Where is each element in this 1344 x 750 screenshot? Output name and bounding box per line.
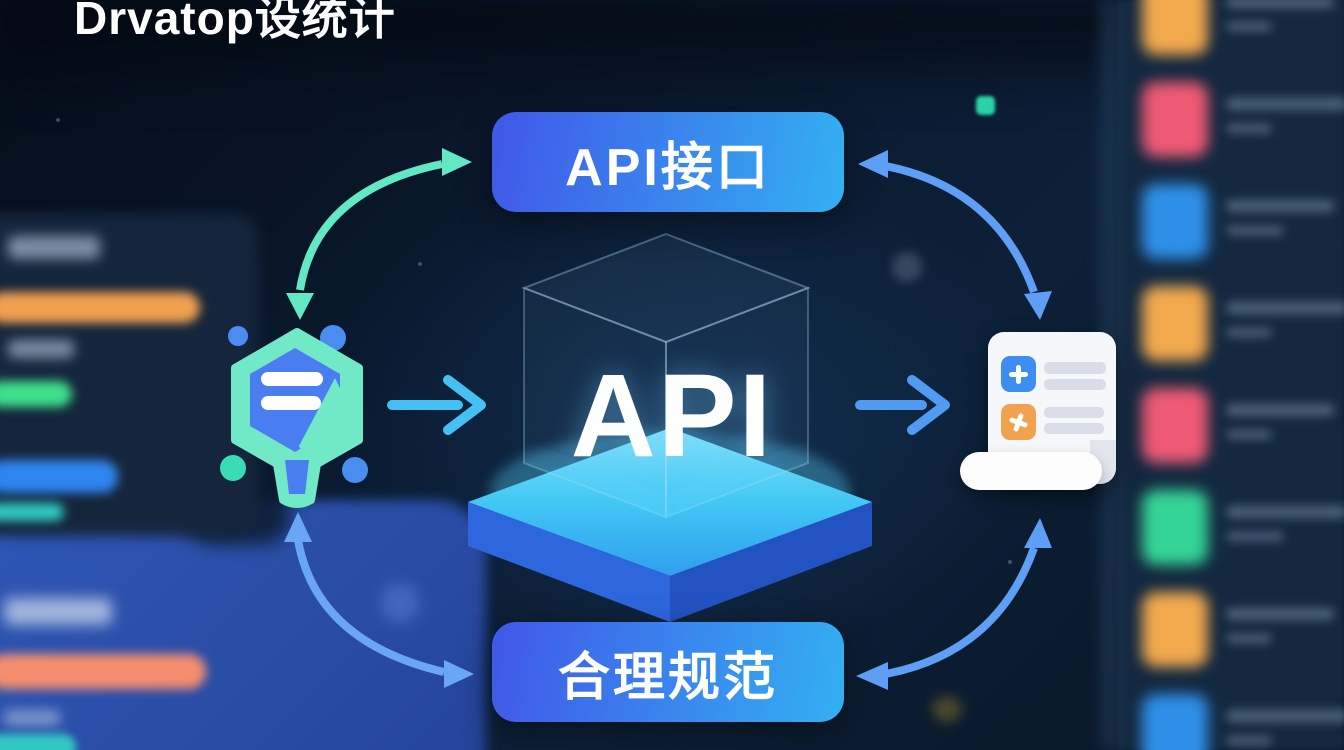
blurred-text-line bbox=[1226, 0, 1334, 8]
slate-dot bbox=[892, 252, 922, 282]
blurred-text-line bbox=[1226, 736, 1272, 745]
doc-text-line bbox=[1044, 407, 1104, 418]
blurred-text-label bbox=[4, 710, 60, 726]
panel-light-dot bbox=[380, 583, 420, 623]
right-sidebar-list bbox=[1132, 0, 1344, 750]
api-interface-node-button[interactable]: API接口 bbox=[492, 112, 844, 212]
blurred-text-line bbox=[1226, 98, 1344, 110]
blurred-text-line bbox=[1226, 532, 1284, 541]
star-dot bbox=[418, 262, 422, 266]
reasonable-spec-node-button[interactable]: 合理规范 bbox=[492, 622, 844, 722]
sidebar-color-square bbox=[1142, 0, 1208, 55]
blurred-text-line bbox=[1226, 226, 1284, 235]
sidebar-text-lines bbox=[1226, 404, 1334, 439]
blurred-bar-orange bbox=[0, 292, 200, 323]
sidebar-color-square bbox=[1142, 388, 1208, 463]
sidebar-row bbox=[1132, 82, 1344, 157]
sidebar-color-square bbox=[1142, 184, 1208, 259]
sidebar-text-lines bbox=[1226, 506, 1344, 541]
blurred-text-line bbox=[1226, 328, 1272, 337]
star-dot bbox=[1008, 560, 1012, 564]
sidebar-text-lines bbox=[1226, 200, 1334, 235]
blurred-text-line bbox=[1226, 22, 1272, 31]
blurred-text-line bbox=[1226, 710, 1344, 722]
plus-glyph bbox=[1006, 410, 1030, 434]
blurred-text-label bbox=[8, 340, 74, 358]
sidebar-text-lines bbox=[1226, 710, 1344, 745]
doc-plus-icon-blue bbox=[1001, 356, 1036, 392]
sidebar-color-square bbox=[1142, 286, 1208, 361]
yellow-dot bbox=[932, 696, 962, 722]
sidebar-color-square bbox=[1142, 82, 1208, 157]
sidebar-text-lines bbox=[1226, 0, 1334, 31]
blurred-bar-teal bbox=[0, 503, 64, 521]
sidebar-row bbox=[1132, 388, 1344, 463]
blurred-text-line bbox=[1226, 634, 1272, 643]
doc-text-line bbox=[1044, 423, 1104, 434]
doc-text-line bbox=[1044, 362, 1106, 374]
api-center-label: API bbox=[570, 350, 774, 482]
blurred-bar-blue bbox=[0, 460, 118, 493]
plus-glyph bbox=[1009, 364, 1028, 384]
blurred-text-label bbox=[4, 598, 112, 625]
scroll-curl bbox=[960, 452, 1102, 490]
sidebar-row bbox=[1132, 184, 1344, 259]
blurred-text-line bbox=[1226, 506, 1344, 518]
brand-logo: Drvatop设统计 bbox=[74, 0, 396, 44]
sidebar-color-square bbox=[1142, 694, 1208, 750]
sidebar-row bbox=[1132, 592, 1344, 667]
blurred-text-label bbox=[8, 236, 100, 259]
star-dot bbox=[56, 118, 60, 122]
blurred-text-line bbox=[1226, 608, 1334, 620]
doc-plus-icon-orange bbox=[1001, 404, 1036, 440]
blurred-bar-teal bbox=[0, 734, 76, 750]
teal-square-dot bbox=[976, 96, 995, 115]
sidebar-row bbox=[1132, 0, 1344, 55]
sidebar-row bbox=[1132, 490, 1344, 565]
sidebar-color-square bbox=[1142, 592, 1208, 667]
sidebar-row bbox=[1132, 694, 1344, 750]
blurred-text-line bbox=[1226, 404, 1334, 416]
sidebar-row bbox=[1132, 286, 1344, 361]
blurred-text-line bbox=[1226, 124, 1272, 133]
sidebar-text-lines bbox=[1226, 98, 1344, 133]
blurred-bar-green bbox=[0, 381, 72, 407]
blurred-text-line bbox=[1226, 302, 1344, 314]
blurred-text-line bbox=[1226, 430, 1272, 439]
blurred-text-line bbox=[1226, 200, 1334, 212]
sidebar-color-square bbox=[1142, 490, 1208, 565]
sidebar-text-lines bbox=[1226, 302, 1344, 337]
sidebar-text-lines bbox=[1226, 608, 1334, 643]
blurred-bar-salmon bbox=[0, 654, 206, 689]
doc-text-line bbox=[1044, 379, 1106, 390]
top-dark-overlay bbox=[0, 0, 1120, 110]
